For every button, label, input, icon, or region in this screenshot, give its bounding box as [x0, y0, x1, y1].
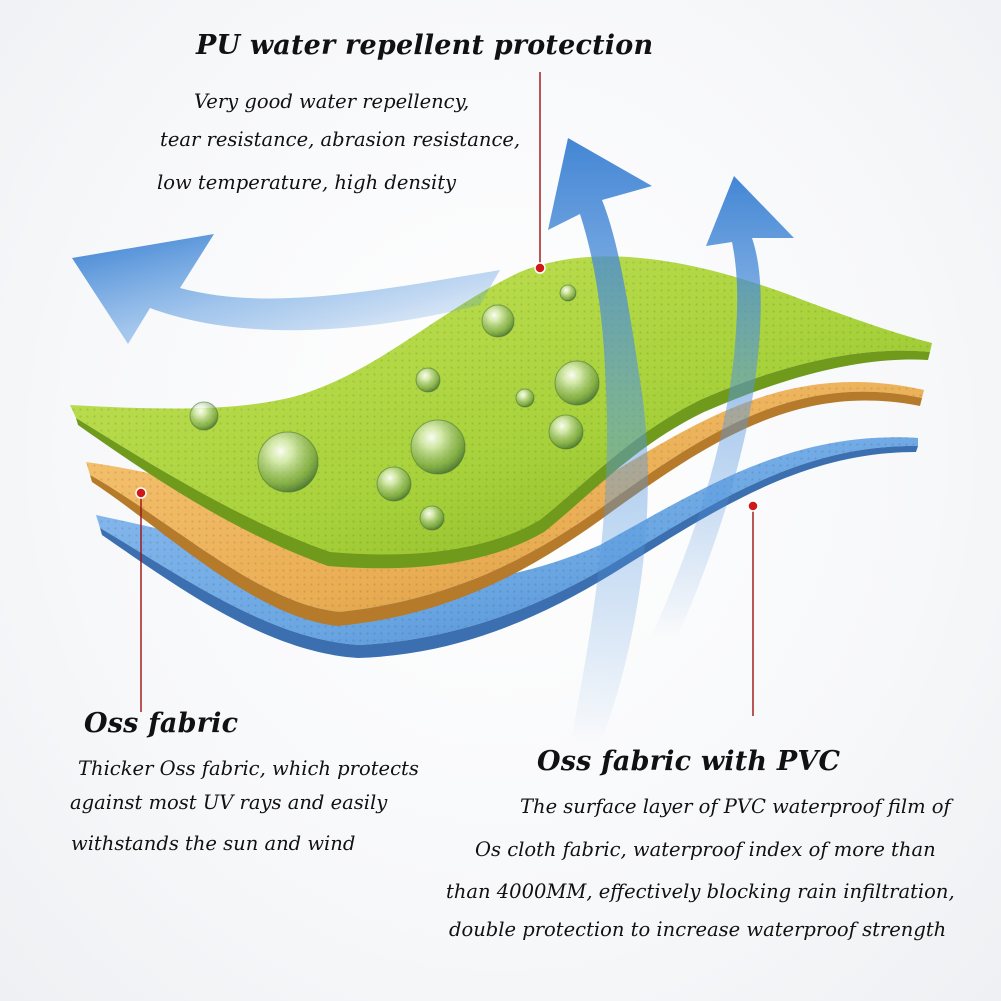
orange-layer: [86, 382, 924, 626]
water-droplet-icon: [376, 466, 412, 502]
oss-pvc-title: Oss fabric with PVC: [537, 746, 841, 777]
water-droplet-icon: [257, 431, 319, 493]
water-droplets: [189, 284, 600, 531]
oss-fabric-line-2: against most UV rays and easily: [70, 791, 388, 814]
water-droplet-icon: [548, 414, 584, 450]
pu-protection-line-1: Very good water repellency,: [194, 90, 470, 113]
airflow-arrow-left-icon: [72, 234, 500, 344]
oss-pvc-line-1: The surface layer of PVC waterproof film…: [520, 795, 951, 818]
water-droplet-icon: [559, 284, 577, 302]
airflow-arrow-center-icon: [548, 138, 652, 745]
water-droplet-icon: [410, 419, 466, 475]
pu-protection-line-3: low temperature, high density: [157, 171, 457, 194]
callout-markers: [135, 72, 759, 716]
oss-fabric-title: Oss fabric: [84, 708, 239, 739]
water-droplet-icon: [481, 304, 515, 338]
oss-pvc-line-3: than 4000MM, effectively blocking rain i…: [446, 880, 955, 903]
airflow-arrows: [72, 138, 794, 745]
marker-dot-left: [135, 487, 147, 499]
water-droplet-icon: [515, 388, 535, 408]
water-droplet-icon: [189, 401, 219, 431]
water-droplet-icon: [415, 367, 441, 393]
marker-dot-top: [534, 262, 546, 274]
water-droplet-icon: [419, 505, 445, 531]
oss-pvc-line-4: double protection to increase waterproof…: [449, 918, 947, 941]
pu-protection-line-2: tear resistance, abrasion resistance,: [160, 128, 521, 151]
pu-protection-title: PU water repellent protection: [196, 30, 654, 61]
oss-fabric-line-3: withstands the sun and wind: [71, 832, 356, 855]
oss-fabric-line-1: Thicker Oss fabric, which protects: [78, 757, 419, 780]
airflow-arrow-right-icon: [650, 176, 794, 640]
oss-pvc-line-2: Os cloth fabric, waterproof index of mor…: [475, 838, 936, 861]
water-droplet-icon: [554, 360, 600, 406]
marker-dot-right: [747, 500, 759, 512]
